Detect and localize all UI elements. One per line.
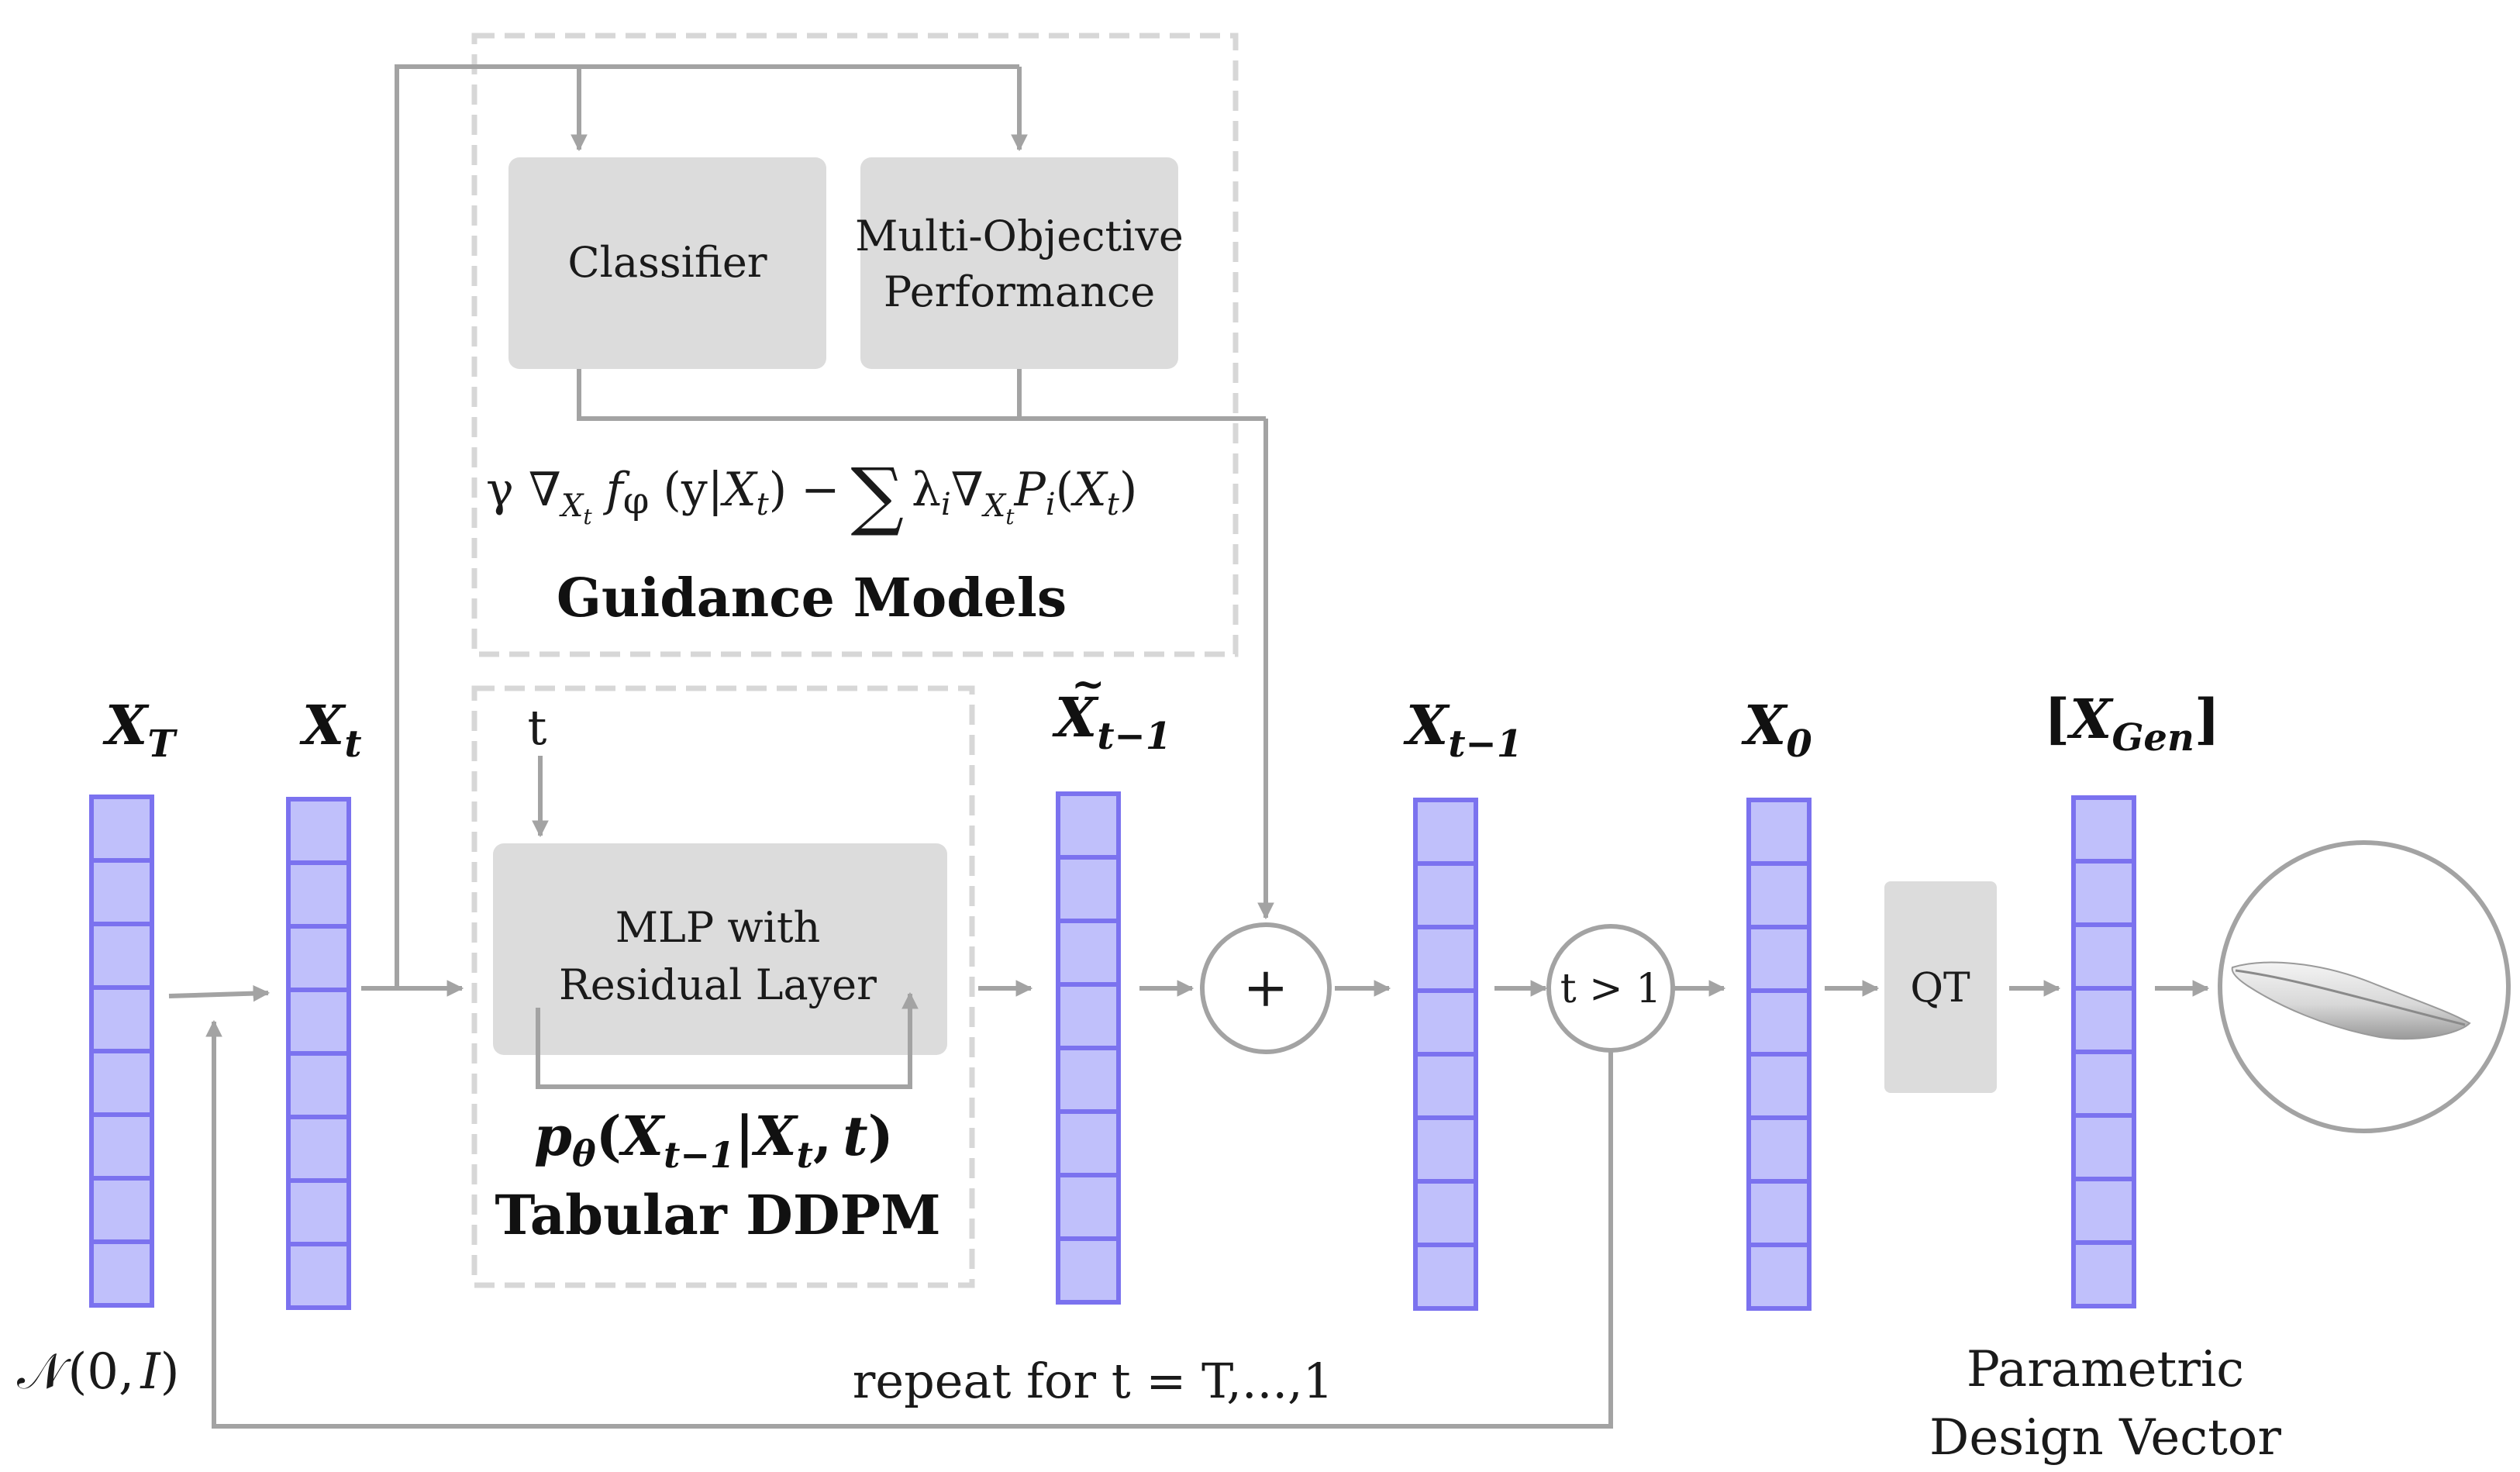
design-vector-label: Design Vector xyxy=(1929,1409,2281,1467)
vector-xT-cell xyxy=(89,1112,154,1181)
guidance-models-frame xyxy=(471,33,1239,657)
residual-connection-arrow xyxy=(536,991,919,1089)
x0-label: X0 xyxy=(1741,693,1812,766)
vector-x-gen-cell xyxy=(2071,1240,2136,1308)
vector-x-gen-cell xyxy=(2071,795,2136,864)
vector-xT-cell xyxy=(89,922,154,990)
guidance-models-group: Classifier Multi-Objective Performance γ… xyxy=(471,33,1239,657)
vector-x-tilde-t-minus-1 xyxy=(1056,791,1121,1305)
vector-x-tilde-t-minus-1-cell xyxy=(1056,1109,1121,1177)
classifier-label: Classifier xyxy=(567,238,767,287)
vector-x-tilde-t-minus-1-cell xyxy=(1056,791,1121,860)
multi-objective-performance-box: Multi-Objective Performance xyxy=(855,157,1184,369)
vector-xt-cell xyxy=(286,924,351,992)
x-t-minus-1-label: Xt−1 xyxy=(1403,693,1522,766)
condition-node: t > 1 xyxy=(1546,924,1675,1053)
tabular-ddpm-title: Tabular DDPM xyxy=(495,1183,940,1247)
vector-x0-cell xyxy=(1746,1179,1812,1247)
guidance-models-title: Guidance Models xyxy=(557,567,1067,629)
vector-x-tilde-t-minus-1-cell xyxy=(1056,1046,1121,1114)
x-gen-label: [XGen] xyxy=(2044,687,2220,760)
repeat-label: repeat for t = T,...,1 xyxy=(853,1353,1333,1409)
vector-x-t-minus-1 xyxy=(1413,798,1478,1311)
vector-x-gen xyxy=(2071,795,2136,1308)
vector-x-gen-cell xyxy=(2071,859,2136,927)
vector-xt-cell xyxy=(286,860,351,929)
arrow-xt-to-guidance xyxy=(395,64,1019,988)
vector-xt-cell xyxy=(286,1115,351,1183)
vector-x-t-minus-1-cell xyxy=(1413,1115,1478,1184)
hull-icon xyxy=(2231,961,2471,1040)
vector-xT-cell xyxy=(89,1239,154,1308)
vector-xT-cell xyxy=(89,1049,154,1117)
vector-xt-cell xyxy=(286,1178,351,1246)
classifier-output-line xyxy=(577,369,1266,421)
vector-x-gen-cell xyxy=(2071,986,2136,1054)
performance-label: Performance xyxy=(884,267,1155,316)
sum-node: + xyxy=(1200,922,1332,1054)
x-tilde-t-minus-1-label: Xt−1 ~ xyxy=(1052,660,1171,758)
classifier-box: Classifier xyxy=(508,157,826,369)
vector-x-tilde-t-minus-1-cell xyxy=(1056,982,1121,1050)
vector-x-tilde-t-minus-1-cell xyxy=(1056,855,1121,923)
plus-symbol: + xyxy=(1243,956,1289,1019)
xT-label: XT xyxy=(102,693,178,766)
vector-xT-cell xyxy=(89,985,154,1053)
vector-x0-cell xyxy=(1746,925,1812,993)
mlp-label: MLP with xyxy=(615,903,821,952)
vector-x-t-minus-1-cell xyxy=(1413,925,1478,993)
vector-x0-cell xyxy=(1746,861,1812,929)
vector-xT-cell xyxy=(89,858,154,926)
vector-x-gen-cell xyxy=(2071,1113,2136,1181)
vector-x-t-minus-1-cell xyxy=(1413,798,1478,866)
vector-x0 xyxy=(1746,798,1812,1311)
vector-xT-cell xyxy=(89,795,154,863)
vector-xT-cell xyxy=(89,1176,154,1244)
arrow-xT-to-xt xyxy=(168,984,271,1002)
multi-objective-label: Multi-Objective xyxy=(855,212,1184,260)
vector-x-tilde-t-minus-1-cell xyxy=(1056,1173,1121,1241)
vector-x-tilde-t-minus-1-cell xyxy=(1056,919,1121,987)
vector-xt-cell xyxy=(286,1051,351,1119)
vector-x-t-minus-1-cell xyxy=(1413,861,1478,929)
residual-layer-label: Residual Layer xyxy=(559,960,877,1009)
vector-xt-cell xyxy=(286,1242,351,1310)
vector-x0-cell xyxy=(1746,1115,1812,1184)
vector-x-t-minus-1-cell xyxy=(1413,1052,1478,1120)
parametric-label: Parametric xyxy=(1967,1341,2244,1398)
vector-x0-cell xyxy=(1746,988,1812,1057)
vector-x-gen-cell xyxy=(2071,1177,2136,1245)
svg-text:Xt−1: Xt−1 xyxy=(1052,685,1171,758)
qt-label: QT xyxy=(1910,965,1970,1012)
vector-x-t-minus-1-cell xyxy=(1413,1179,1478,1247)
p-theta-formula: pθ(Xt−1|Xt,t) xyxy=(534,1104,894,1176)
vector-xt xyxy=(286,797,351,1310)
vector-x-gen-cell xyxy=(2071,922,2136,991)
vector-x-t-minus-1-cell xyxy=(1413,988,1478,1057)
vector-xt-cell xyxy=(286,988,351,1056)
vector-x-gen-cell xyxy=(2071,1050,2136,1118)
vector-x0-cell xyxy=(1746,1243,1812,1311)
vector-x-tilde-t-minus-1-cell xyxy=(1056,1236,1121,1305)
timestep-t-label: t xyxy=(528,699,547,756)
noise-distribution-label: 𝒩(0,I) xyxy=(17,1343,180,1401)
vector-xT xyxy=(89,795,154,1308)
vector-x-t-minus-1-cell xyxy=(1413,1243,1478,1311)
vector-x0-cell xyxy=(1746,798,1812,866)
condition-label: t > 1 xyxy=(1560,966,1662,1012)
qt-box: QT xyxy=(1884,881,1997,1093)
repeat-loop-arrow xyxy=(205,1019,1613,1429)
mlp-residual-box: MLP with Residual Layer xyxy=(493,843,947,1055)
xt-label: Xt xyxy=(299,693,361,766)
generated-design-output xyxy=(2218,840,2511,1133)
svg-text:~: ~ xyxy=(1071,660,1105,708)
tabular-ddpm-frame xyxy=(471,685,975,1288)
vector-xt-cell xyxy=(286,797,351,865)
vector-x0-cell xyxy=(1746,1052,1812,1120)
tabular-ddpm-group: t MLP with Residual Layer pθ(Xt−1|Xt,t) … xyxy=(471,685,975,1288)
